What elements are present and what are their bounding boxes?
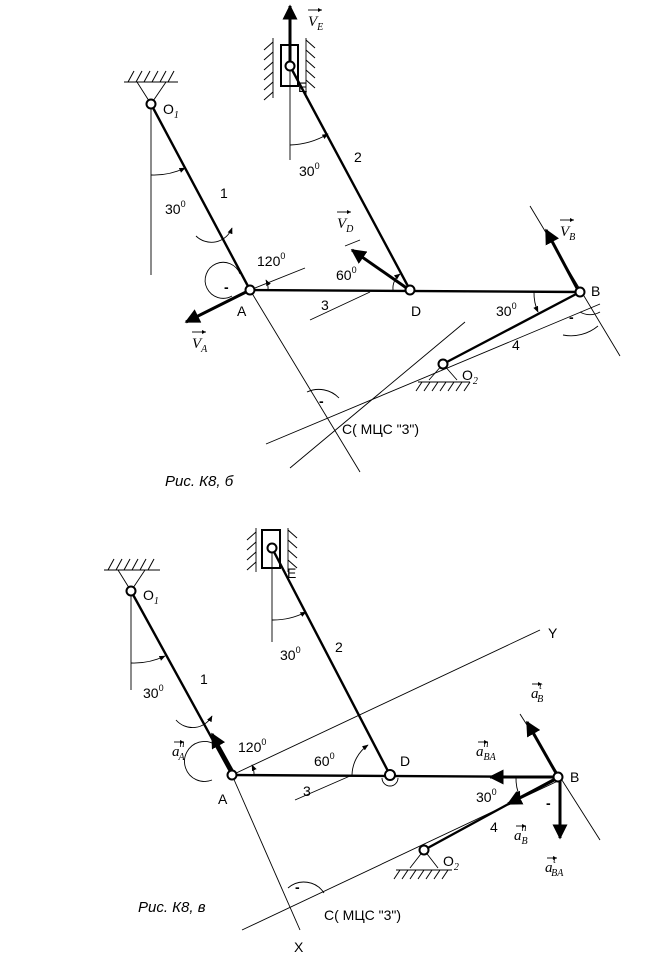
vector-label-vb: VB bbox=[560, 218, 575, 243]
svg-text:aτB: aτB bbox=[531, 681, 543, 705]
link-label-4-v: 4 bbox=[490, 819, 498, 835]
link-label-2: 2 bbox=[354, 149, 362, 165]
joint-a-v bbox=[226, 769, 238, 781]
minus-sign-c-v: - bbox=[295, 879, 300, 895]
svg-text:VB: VB bbox=[560, 224, 575, 243]
svg-text:anA: anA bbox=[172, 739, 186, 763]
label-a: A bbox=[237, 303, 247, 319]
label-c: С( МЦС "3") bbox=[342, 421, 419, 437]
slider-guide-e-v bbox=[246, 528, 298, 572]
accel-abtau-arrow bbox=[525, 720, 558, 774]
construction-lines-v bbox=[130, 548, 601, 931]
velocity-va-arrow bbox=[184, 288, 251, 324]
svg-text:anB: anB bbox=[514, 823, 528, 847]
angle-30-right: 300 bbox=[496, 301, 517, 319]
minus-sign-b-v: - bbox=[546, 795, 551, 811]
svg-text:VA: VA bbox=[192, 336, 208, 355]
link-label-1: 1 bbox=[220, 185, 228, 201]
joint-d bbox=[404, 284, 416, 296]
angle-arcs-b bbox=[150, 133, 601, 399]
axis-label-y: Y bbox=[548, 625, 558, 641]
joint-o2-v bbox=[418, 844, 430, 856]
joint-o1 bbox=[145, 98, 157, 110]
label-o1: O1 bbox=[163, 101, 179, 121]
rod-2-v bbox=[270, 546, 392, 777]
joints-v bbox=[125, 542, 564, 856]
velocity-vb-arrow bbox=[544, 228, 580, 291]
angle-30-left: 300 bbox=[165, 199, 186, 217]
joint-b-v bbox=[552, 771, 564, 783]
label-b: B bbox=[591, 283, 600, 299]
label-e-v: E bbox=[287, 565, 296, 581]
joint-e bbox=[284, 60, 296, 72]
link-label-2-v: 2 bbox=[335, 639, 343, 655]
fixed-support-o1 bbox=[124, 70, 178, 105]
angle-60: 600 bbox=[336, 265, 357, 283]
angle-60-v: 600 bbox=[314, 751, 335, 769]
rod-2 bbox=[288, 64, 412, 292]
acceleration-vectors-v bbox=[210, 720, 568, 840]
fixed-support-o2 bbox=[415, 363, 471, 392]
accel-aan-arrow bbox=[210, 732, 235, 773]
label-d: D bbox=[411, 303, 421, 319]
joints-b bbox=[145, 60, 586, 370]
velocity-vectors-b bbox=[184, 4, 580, 324]
angle-30-top: 300 bbox=[299, 161, 320, 179]
joint-a bbox=[244, 284, 256, 296]
minus-sign-c: - bbox=[319, 393, 324, 409]
label-b-v: B bbox=[570, 769, 579, 785]
angle-30-right-v: 300 bbox=[476, 787, 497, 805]
construction-lines-b bbox=[150, 66, 621, 473]
joint-e-v bbox=[266, 542, 278, 554]
vector-label-vd: VD bbox=[337, 210, 354, 235]
label-e: E bbox=[298, 79, 307, 95]
velocity-vd-arrow bbox=[350, 248, 409, 291]
caption-b: Рис. К8, б bbox=[165, 473, 234, 490]
joint-o1-v bbox=[125, 585, 137, 597]
angle-120-v: 1200 bbox=[238, 737, 266, 755]
vector-label-ve: VE bbox=[308, 8, 323, 33]
rod-1 bbox=[149, 102, 252, 292]
minus-sign-a: - bbox=[224, 279, 229, 295]
diagram-v: O1 E A D B O2 С( МЦС "3") X Y 1 2 3 4 30… bbox=[104, 528, 601, 955]
link-label-1-v: 1 bbox=[200, 671, 208, 687]
angle-arcs-v bbox=[130, 611, 521, 894]
angle-30-left-v: 300 bbox=[143, 683, 164, 701]
diagram-b: O1 E A D B O2 С( МЦС "3") 1 2 3 4 300 30… bbox=[124, 4, 621, 490]
angle-120: 1200 bbox=[257, 251, 285, 269]
label-o2: O2 bbox=[462, 367, 478, 387]
joint-b bbox=[574, 286, 586, 298]
joint-o2 bbox=[437, 358, 449, 370]
angle-30-top-v: 300 bbox=[280, 645, 301, 663]
minus-sign-b: - bbox=[569, 309, 574, 325]
label-o2-v: O2 bbox=[443, 853, 459, 873]
link-label-4: 4 bbox=[512, 337, 520, 353]
link-label-3-v: 3 bbox=[303, 783, 311, 799]
link-label-3: 3 bbox=[321, 297, 329, 313]
caption-v: Рис. К8, в bbox=[138, 899, 206, 916]
rods-v bbox=[129, 546, 560, 852]
svg-text:VD: VD bbox=[337, 216, 354, 235]
rods-b bbox=[149, 64, 582, 366]
label-o1-v: O1 bbox=[143, 587, 159, 607]
label-a-v: A bbox=[218, 791, 228, 807]
axis-label-x: X bbox=[294, 939, 304, 955]
vector-label-va: VA bbox=[192, 330, 208, 355]
label-c-v: С( МЦС "3") bbox=[324, 907, 401, 923]
rod-4 bbox=[441, 290, 582, 366]
accel-abn-arrow bbox=[506, 777, 557, 806]
joint-d-v bbox=[384, 769, 396, 781]
svg-text:VE: VE bbox=[308, 14, 323, 33]
label-d-v: D bbox=[400, 753, 410, 769]
